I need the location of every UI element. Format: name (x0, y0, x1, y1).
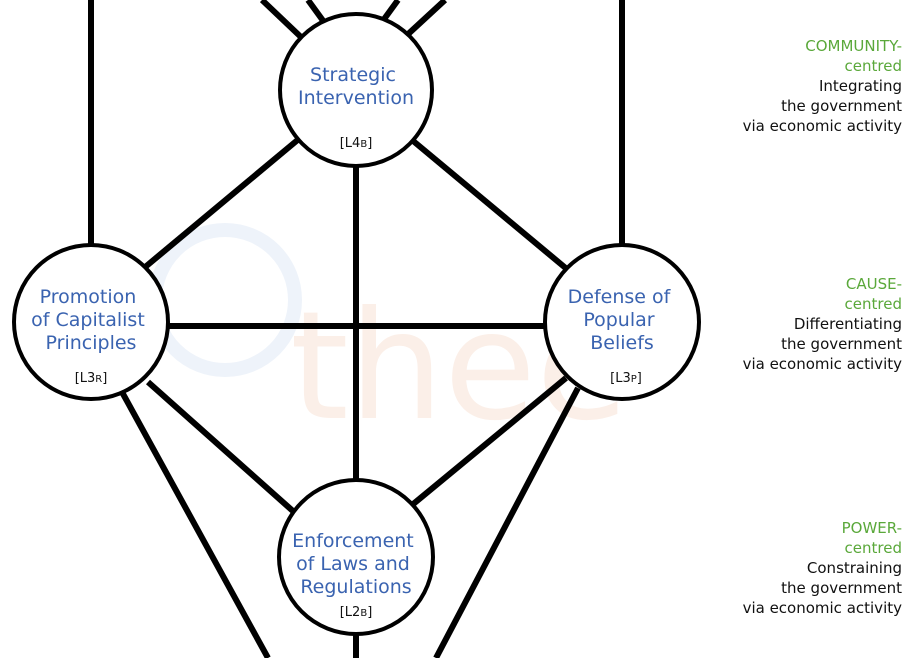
path-top-d (403, 0, 448, 39)
band-category: POWER- (841, 519, 902, 537)
node-circle (12, 243, 170, 401)
node-circle (543, 243, 701, 401)
path-left-bottom (146, 379, 296, 515)
node-defense-of-popular-beliefs: Defense of Popular Beliefs [L3P] (543, 243, 701, 401)
band-description: Differentiating (793, 315, 902, 333)
watermark-logo-icon (148, 223, 302, 377)
node-title: Defense of Popular Beliefs (568, 286, 677, 354)
node-promotion-of-capitalist-principles: Promotion of Capitalist Principles [L3R] (12, 243, 170, 401)
path-top-a (259, 0, 305, 41)
band-power: POWER- centred Constraining the governme… (743, 518, 902, 618)
band-category: CAUSE- (845, 275, 902, 293)
node-code: [L3R] (75, 371, 108, 386)
node-circle (278, 12, 434, 168)
band-description: the government (781, 335, 902, 353)
path-top-b (305, 0, 327, 24)
path-left-down (119, 390, 271, 658)
node-title: Strategic Intervention (298, 64, 414, 109)
band-category-suffix: centred (844, 57, 902, 75)
path-right-bottom (404, 375, 568, 513)
path-right-down (433, 386, 581, 658)
band-community: COMMUNITY- centred Integrating the gover… (743, 36, 902, 136)
band-category: COMMUNITY- (805, 37, 902, 55)
node-title: Enforcement of Laws and Regulations (292, 530, 420, 598)
band-description: Constraining (806, 559, 902, 577)
node-enforcement-of-laws-and-regulations: Enforcement of Laws and Regulations [L2B… (277, 478, 435, 636)
connections (88, 0, 625, 658)
band-description: via economic activity (742, 355, 902, 373)
node-strategic-intervention: Strategic Intervention [L4B] (278, 12, 434, 168)
band-description: Integrating (819, 77, 902, 95)
band-description: via economic activity (742, 599, 902, 617)
band-description: via economic activity (742, 117, 902, 135)
band-cause: CAUSE- centred Differentiating the gover… (743, 274, 902, 374)
band-description: the government (781, 97, 902, 115)
node-code: [L4B] (340, 136, 373, 151)
node-code: [L3P] (610, 371, 642, 386)
band-category-suffix: centred (844, 539, 902, 557)
band-description: the government (781, 579, 902, 597)
path-top-right (410, 137, 570, 273)
node-title: Promotion of Capitalist Principles (31, 286, 151, 354)
node-circle (277, 478, 435, 636)
node-code: [L2B] (340, 605, 373, 620)
path-top-left (142, 135, 302, 271)
band-category-suffix: centred (844, 295, 902, 313)
